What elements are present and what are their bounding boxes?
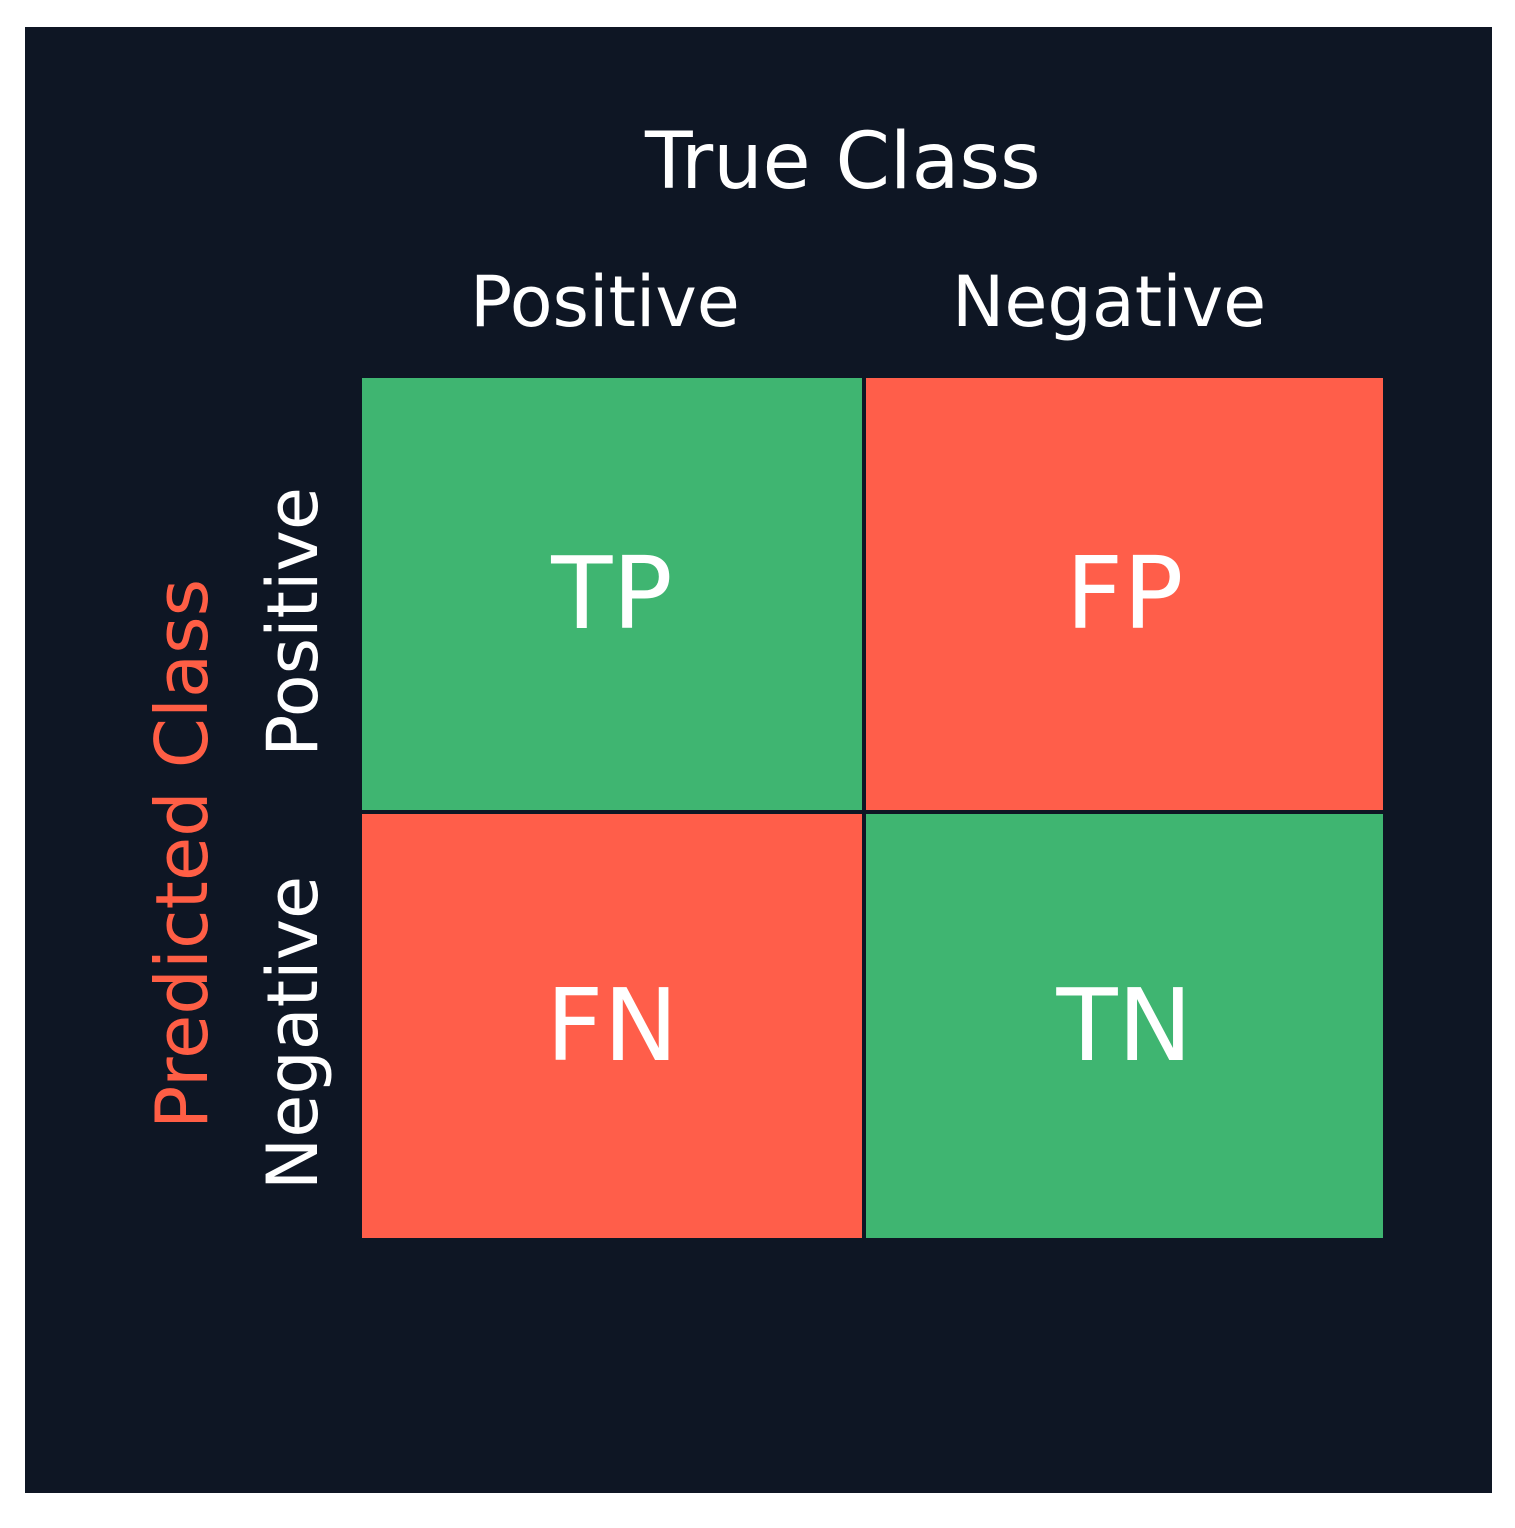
cell-true-positive: TP — [362, 378, 862, 810]
row-header-negative: Negative — [252, 875, 334, 1191]
true-class-title: True Class — [645, 117, 1041, 207]
row-header-positive: Positive — [252, 487, 334, 757]
column-header-positive: Positive — [470, 261, 740, 343]
diagram-panel: True Class Positive Negative Predicted C… — [25, 27, 1492, 1493]
cell-label-fp: FP — [1065, 535, 1184, 652]
cell-label-tn: TN — [1056, 967, 1193, 1084]
cell-label-tp: TP — [551, 535, 673, 652]
column-header-negative: Negative — [952, 261, 1267, 343]
cell-label-fn: FN — [545, 967, 679, 1084]
cell-true-negative: TN — [866, 814, 1383, 1238]
predicted-class-title: Predicted Class — [140, 578, 224, 1130]
cell-false-negative: FN — [362, 814, 862, 1238]
cell-false-positive: FP — [866, 378, 1383, 810]
